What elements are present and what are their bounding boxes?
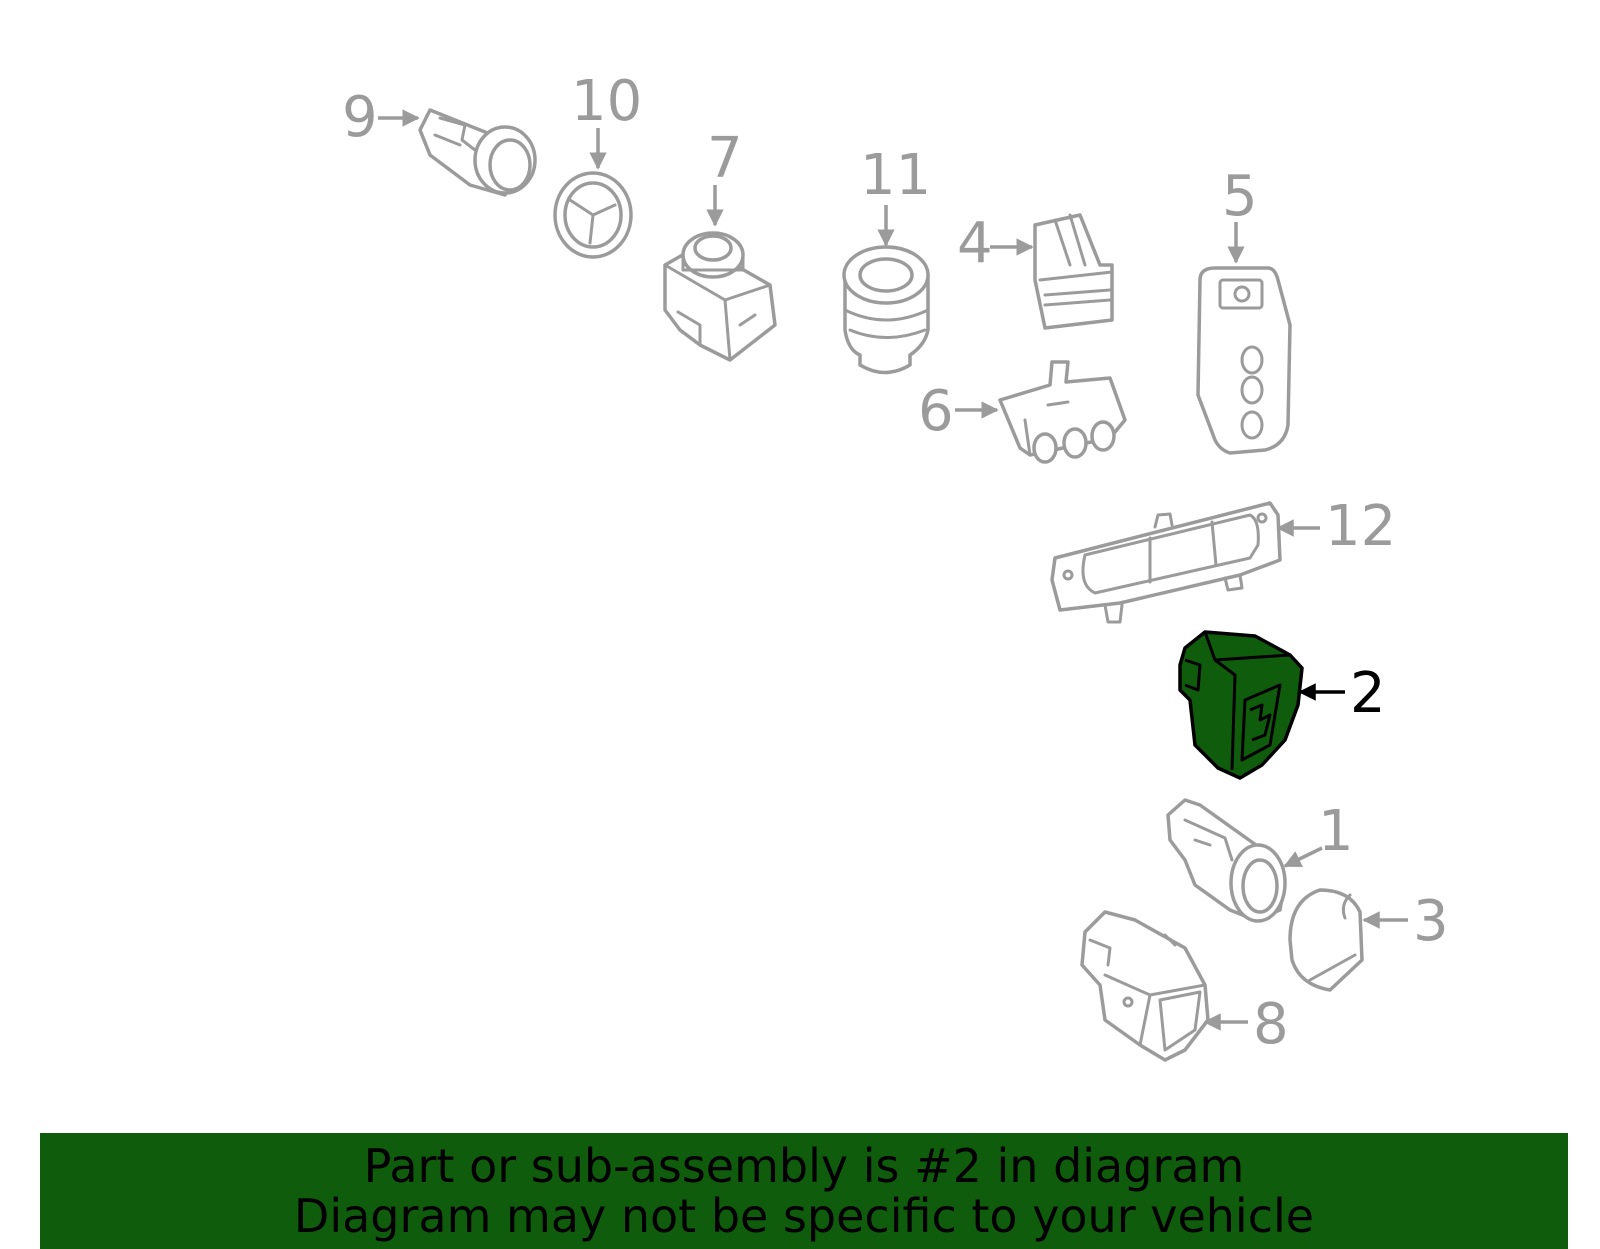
callout-9: 9: [342, 85, 378, 150]
callout-10: 10: [571, 69, 642, 134]
part-9: [418, 108, 537, 197]
callout-7: 7: [707, 126, 743, 191]
callout-2: 2: [1350, 661, 1386, 726]
part-3: [1288, 888, 1364, 992]
callout-6: 6: [918, 379, 954, 444]
part-8: [1080, 910, 1210, 1062]
part-2-highlighted: [1178, 630, 1304, 780]
part-4: [1033, 213, 1114, 330]
arrow-1: [1283, 846, 1323, 868]
banner-line-2: Diagram may not be specific to your vehi…: [293, 1189, 1315, 1243]
part-7: [663, 231, 777, 362]
callout-1: 1: [1318, 799, 1354, 864]
banner-line-1: Part or sub-assembly is #2 in diagram: [363, 1139, 1245, 1193]
banner-background: [40, 1133, 1568, 1249]
callout-5: 5: [1222, 164, 1258, 229]
callout-3: 3: [1413, 889, 1449, 954]
part-11: [842, 245, 930, 375]
part-1: [1166, 798, 1287, 923]
info-banner: Part or sub-assembly is #2 in diagram Di…: [40, 1133, 1568, 1249]
part-10: [553, 171, 633, 259]
part-12: [1050, 501, 1282, 624]
callout-12: 12: [1325, 494, 1396, 559]
callout-11: 11: [860, 143, 931, 208]
part-5: [1196, 266, 1292, 455]
part-6: [998, 360, 1127, 464]
callout-8: 8: [1253, 992, 1289, 1057]
callout-4: 4: [957, 211, 993, 276]
